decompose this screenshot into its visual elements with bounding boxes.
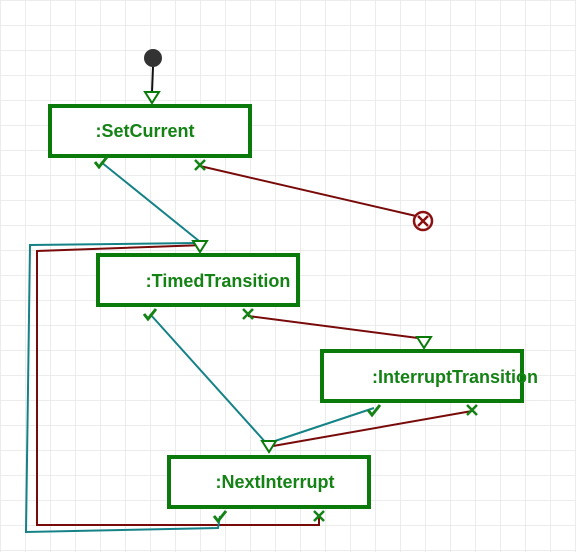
next-interrupt-input-triangle-icon: [260, 440, 278, 454]
set-current-x-mark-icon: [194, 159, 206, 171]
node-next-interrupt-label: :NextInterrupt: [215, 472, 334, 492]
edge-setcurrent-success-to-timed: [100, 161, 200, 242]
node-interrupt-transition[interactable]: :InterruptTransition: [320, 349, 538, 403]
set-current-input-triangle-icon: [143, 91, 161, 105]
edge-next-success-loop: [24, 242, 221, 534]
set-current-check-mark-icon: [93, 156, 109, 170]
edge-timed-fail-to-interrupt: [247, 315, 419, 339]
node-interrupt-transition-label: :InterruptTransition: [372, 367, 538, 387]
timed-transition-input-triangle-icon: [191, 240, 209, 254]
start-dot-icon: [144, 49, 162, 67]
end-circle-x-icon: [412, 210, 434, 232]
edge-setcurrent-fail-to-end: [199, 165, 417, 217]
interrupt-transition-check-mark-icon: [366, 404, 382, 418]
timed-transition-x-mark-icon: [242, 308, 254, 320]
edge-next-fail-loop: [36, 244, 320, 526]
node-set-current-label: :SetCurrent: [95, 121, 194, 141]
interrupt-transition-input-triangle-icon: [415, 336, 433, 350]
node-next-interrupt[interactable]: :NextInterrupt: [167, 455, 371, 509]
interrupt-transition-x-mark-icon: [466, 404, 478, 416]
start-edge: [151, 66, 154, 93]
node-timed-transition[interactable]: :TimedTransition: [96, 253, 300, 307]
edge-timed-success-to-next: [149, 313, 268, 445]
next-interrupt-check-mark-icon: [212, 510, 228, 524]
node-set-current[interactable]: :SetCurrent: [48, 104, 252, 158]
node-timed-transition-label: :TimedTransition: [146, 271, 291, 291]
edge-interrupt-fail-to-next: [272, 410, 473, 447]
next-interrupt-x-mark-icon: [313, 510, 325, 522]
timed-transition-check-mark-icon: [142, 308, 158, 322]
edge-interrupt-success-to-next: [271, 407, 375, 443]
